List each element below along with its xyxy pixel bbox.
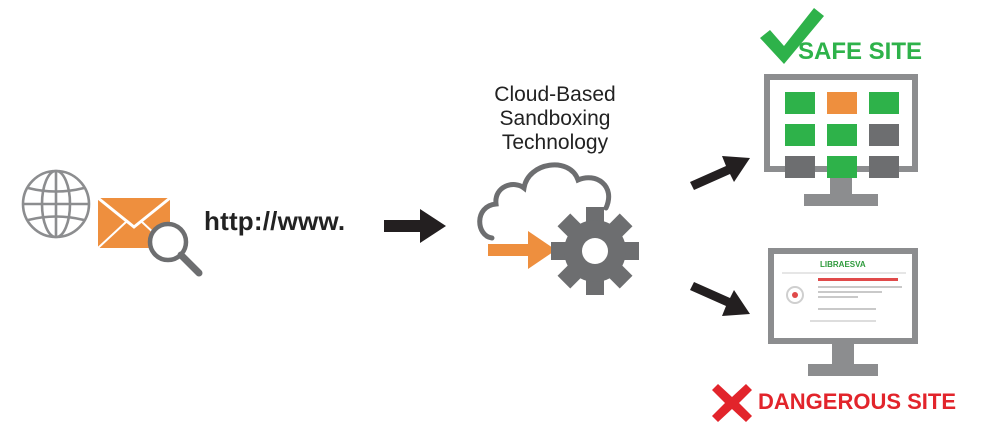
arrow-icon xyxy=(384,209,446,243)
text-line xyxy=(818,291,882,293)
check-icon xyxy=(760,8,824,64)
cloud-label-line-2: Sandboxing xyxy=(499,107,611,130)
blocked-page-preview: LIBRAESVA xyxy=(776,256,912,336)
screen-tile-orange xyxy=(827,92,857,114)
text-line xyxy=(810,320,876,322)
screen-tile-green xyxy=(785,92,815,114)
screen-tile-gray xyxy=(869,156,899,178)
arrow-icon xyxy=(690,156,750,190)
warning-title-line xyxy=(818,278,898,281)
screen-tile-green xyxy=(785,124,815,146)
url-text: http://www. xyxy=(204,206,346,236)
dangerous-site-label: DANGEROUS SITE xyxy=(758,389,957,414)
cloud-label-line-1: Cloud-Based xyxy=(494,83,616,106)
divider xyxy=(782,272,906,274)
cloud-label: Cloud-Based Sandboxing Technology xyxy=(455,83,655,155)
text-line xyxy=(818,296,858,298)
cloud-icon xyxy=(477,162,612,241)
gear-icon xyxy=(551,207,639,295)
warning-badge-icon xyxy=(786,286,804,304)
blocked-page-logo: LIBRAESVA xyxy=(820,260,866,269)
magnifier-icon xyxy=(147,221,203,277)
screen-tile-gray xyxy=(869,124,899,146)
text-line xyxy=(818,308,876,310)
cloud-label-line-3: Technology xyxy=(501,131,609,154)
cross-icon xyxy=(712,384,752,422)
screen-tile-green xyxy=(827,156,857,178)
arrow-icon xyxy=(488,231,556,269)
monitor-icon xyxy=(764,74,918,206)
screen-tile-gray xyxy=(785,156,815,178)
globe-icon xyxy=(21,169,91,239)
arrow-icon xyxy=(690,282,750,316)
safe-site-label: SAFE SITE xyxy=(798,38,923,65)
text-line xyxy=(818,286,902,288)
screen-tile-green xyxy=(869,92,899,114)
screen-tile-green xyxy=(827,124,857,146)
safe-screen-tiles xyxy=(785,92,899,178)
